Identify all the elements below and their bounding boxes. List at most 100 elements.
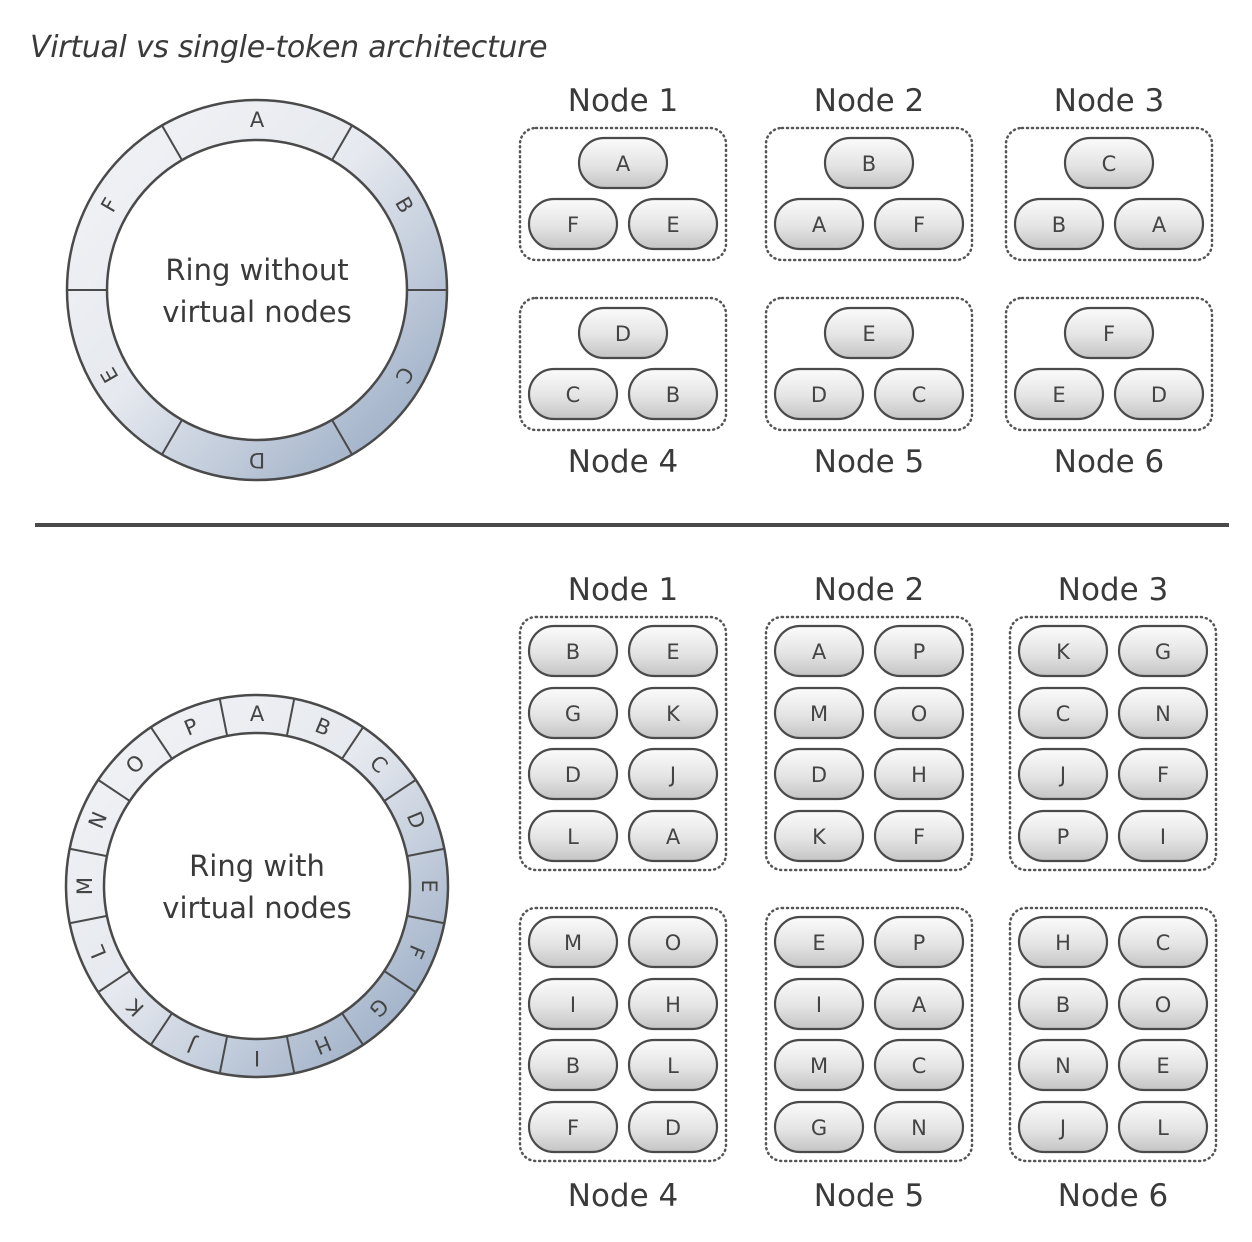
token-pill: B: [1017, 977, 1109, 1031]
top-segment-divider: [331, 124, 353, 161]
node-title: Node 5: [814, 1178, 924, 1214]
node-group-box: [1008, 615, 1218, 872]
token-pill: O: [873, 686, 965, 740]
token-pill: H: [873, 747, 965, 801]
node-title: Node 3: [1054, 83, 1164, 119]
token-pill: C: [527, 367, 619, 421]
node-title: Node 2: [814, 572, 924, 608]
token-label: E: [666, 640, 679, 664]
token-pill: G: [527, 686, 619, 740]
top-segment-divider: [161, 124, 183, 161]
bottom-segment-label: I: [254, 1046, 260, 1070]
bottom-ring-band: [66, 695, 448, 1077]
token-label: I: [1160, 825, 1166, 849]
token-pill: M: [773, 686, 865, 740]
token-pill: P: [873, 624, 965, 678]
token-pill: A: [577, 136, 669, 190]
bottom-segment-divider: [150, 726, 173, 760]
token-label: E: [666, 213, 679, 237]
bottom-ring-caption: Ring with: [189, 849, 325, 883]
token-pill: E: [1013, 367, 1105, 421]
node-group-box: [1008, 906, 1218, 1163]
token-label: A: [812, 640, 827, 664]
token-pill: L: [527, 809, 619, 863]
token-pill: D: [1113, 367, 1205, 421]
token-pill: O: [1117, 977, 1209, 1031]
bottom-segment-divider: [285, 1035, 296, 1074]
bottom-segment-divider: [69, 914, 108, 925]
node-title: Node 4: [568, 444, 678, 480]
token-label: B: [566, 1054, 580, 1078]
token-label: E: [1052, 383, 1065, 407]
bottom-ring-outer: [64, 693, 450, 1079]
bottom-segment-divider: [150, 1012, 173, 1046]
token-label: H: [665, 993, 681, 1017]
diagram-title: Virtual vs single-token architecture: [30, 30, 548, 65]
token-label: N: [911, 1116, 927, 1140]
token-pill: H: [1017, 915, 1109, 969]
token-label: L: [667, 1054, 679, 1078]
top-segment-divider: [161, 419, 183, 456]
bottom-segment-divider: [341, 1012, 364, 1046]
top-segment-label: A: [250, 108, 265, 132]
node-title: Node 1: [568, 572, 678, 608]
token-label: F: [1103, 322, 1115, 346]
token-label: M: [564, 931, 582, 955]
token-label: B: [566, 640, 580, 664]
token-pill: K: [627, 686, 719, 740]
token-pill: A: [773, 624, 865, 678]
token-pill: F: [1117, 747, 1209, 801]
token-pill: I: [773, 977, 865, 1031]
bottom-segment-divider: [341, 726, 364, 760]
token-label: I: [816, 993, 822, 1017]
token-pill: E: [773, 915, 865, 969]
top-segment-label: D: [249, 448, 265, 472]
token-label: J: [668, 763, 676, 787]
token-label: F: [913, 825, 925, 849]
bottom-segment-divider: [69, 847, 108, 858]
token-pill: C: [873, 1038, 965, 1092]
node-group-box: [518, 296, 728, 432]
bottom-segment-label: A: [250, 702, 265, 726]
token-label: G: [565, 702, 581, 726]
token-label: P: [913, 640, 926, 664]
token-pill: O: [627, 915, 719, 969]
token-label: E: [862, 322, 875, 346]
token-label: E: [1156, 1054, 1169, 1078]
node-title: Node 2: [814, 83, 924, 119]
node-title: Node 5: [814, 444, 924, 480]
node-group-box: [764, 906, 974, 1163]
token-label: O: [1155, 993, 1172, 1017]
token-label: O: [665, 931, 682, 955]
token-label: I: [570, 993, 576, 1017]
token-pill: A: [627, 809, 719, 863]
bottom-segment-divider: [97, 779, 131, 802]
token-pill: D: [577, 306, 669, 360]
token-label: J: [1058, 763, 1066, 787]
top-ring-caption: Ring without: [165, 253, 348, 287]
token-pill: I: [1117, 809, 1209, 863]
bottom-segment-divider: [383, 970, 417, 993]
bottom-segment-divider: [218, 698, 229, 737]
token-pill: E: [1117, 1038, 1209, 1092]
token-label: L: [1157, 1116, 1169, 1140]
token-pill: N: [873, 1100, 965, 1154]
node-title: Node 6: [1058, 1178, 1168, 1214]
token-pill: A: [773, 197, 865, 251]
token-label: B: [862, 152, 876, 176]
token-label: A: [812, 213, 827, 237]
token-pill: J: [1017, 747, 1109, 801]
token-label: G: [811, 1116, 827, 1140]
token-pill: F: [873, 197, 965, 251]
bottom-segment-divider: [285, 698, 296, 737]
token-pill: C: [1063, 136, 1155, 190]
token-pill: E: [627, 624, 719, 678]
token-label: C: [912, 1054, 927, 1078]
node-group-box: [764, 615, 974, 872]
